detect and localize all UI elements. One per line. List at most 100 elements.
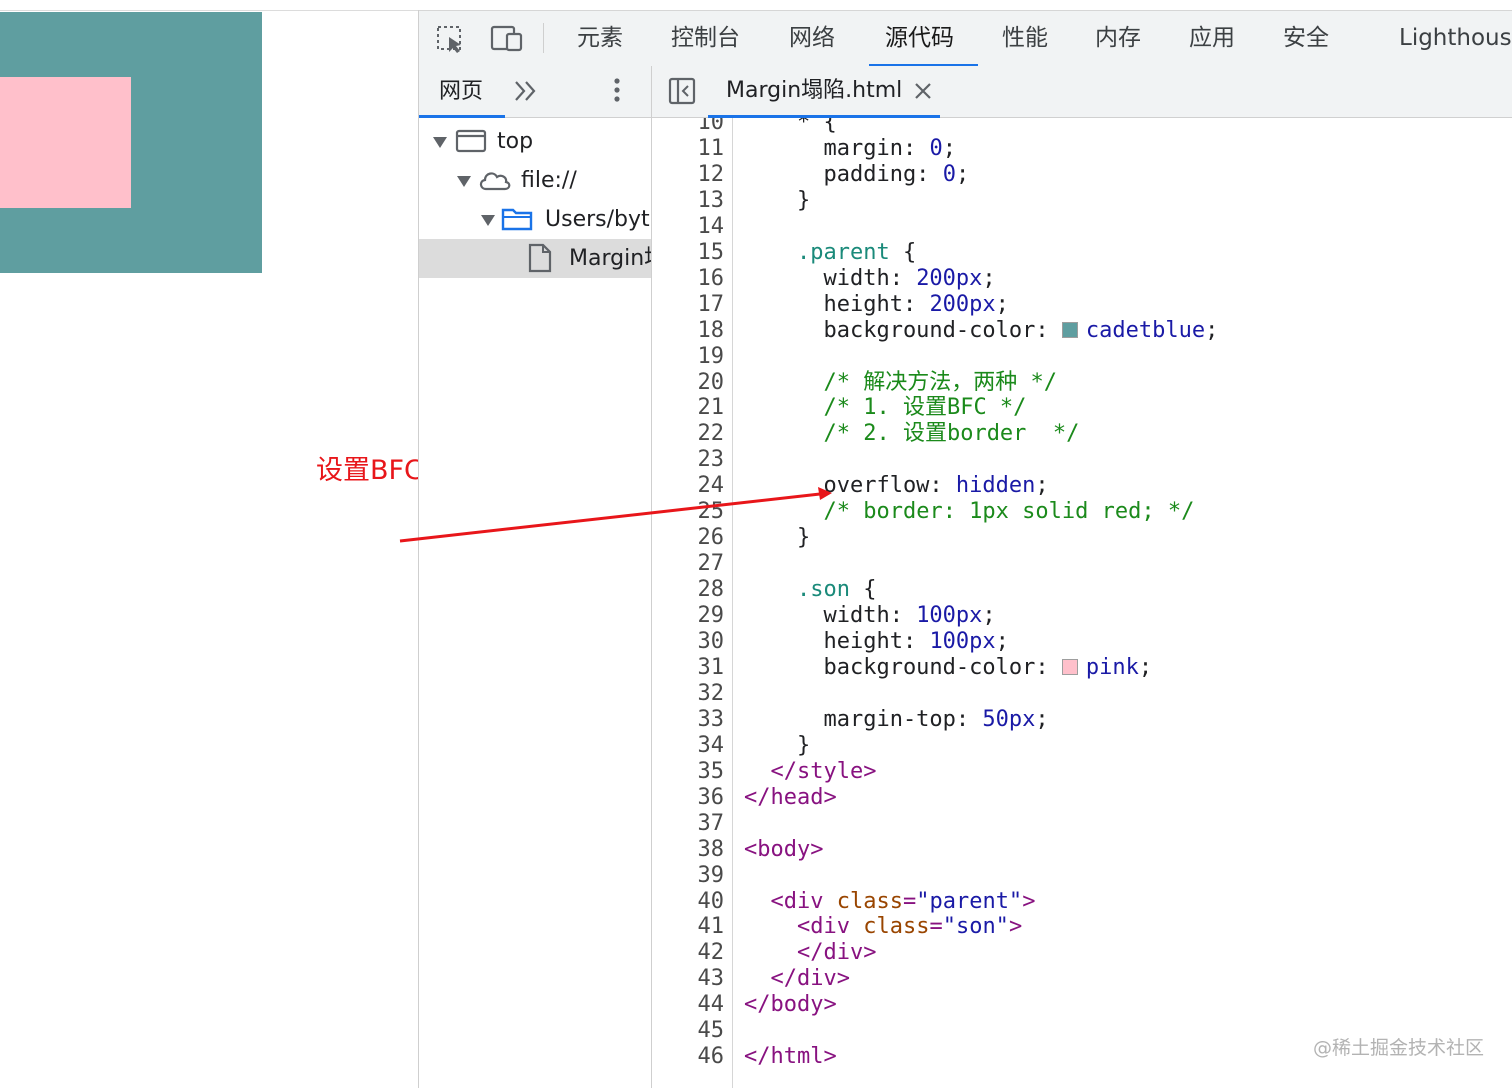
code-token: ; [1205,317,1219,343]
line-number[interactable]: 13 [697,187,725,213]
color-swatch[interactable] [1061,658,1078,675]
code-token: div [796,966,837,992]
line-number[interactable]: 37 [697,810,725,836]
line-number[interactable]: 20 [697,369,725,395]
line-number[interactable]: 24 [697,473,725,499]
tab-安全[interactable]: 安全 [1283,25,1329,51]
tab-网络[interactable]: 网络 [789,25,835,51]
code-token: div [783,888,837,914]
tab-源代码[interactable]: 源代码 [869,11,978,67]
line-number[interactable]: 34 [697,732,725,758]
code-token: </ [744,992,771,1018]
line-number[interactable]: 27 [697,551,725,577]
line-number[interactable]: 31 [697,654,725,680]
line-number[interactable]: 14 [697,213,725,239]
line-number[interactable]: 22 [697,421,725,447]
navigator-header: 网页 [419,66,651,118]
code-token [744,421,823,446]
editor-tab-file[interactable]: Margin塌陷.html [708,66,940,118]
kebab-menu-icon[interactable] [611,77,623,109]
code-token: } [744,187,811,213]
tab-page[interactable]: 网页 [439,79,484,104]
code-token: style [796,758,864,784]
line-number[interactable]: 45 [697,1018,725,1044]
tree-item[interactable]: top [419,122,651,161]
code-token: ; [982,265,996,291]
inspect-element-icon[interactable] [435,25,467,53]
line-number[interactable]: 40 [697,888,725,914]
code-token: } [744,732,811,758]
code-token: ; [955,161,970,187]
line-number[interactable]: 39 [697,862,725,888]
chevron-double-right-icon[interactable] [511,78,541,108]
line-number[interactable]: 17 [697,291,725,317]
line-number[interactable]: 35 [697,758,725,784]
code-token: head [770,784,824,810]
code-token: < [744,888,784,914]
expand-triangle-icon[interactable] [481,215,495,226]
close-icon[interactable] [913,81,933,101]
tab-Lighthouse[interactable]: Lighthouse [1399,25,1512,51]
tab-内存[interactable]: 内存 [1095,25,1141,51]
editor-tab-underline [708,115,940,118]
tab-应用[interactable]: 应用 [1189,25,1235,51]
line-number[interactable]: 41 [697,914,725,940]
line-number[interactable]: 16 [697,265,725,291]
code-line: /* 1. 设置BFC */ [744,395,1026,421]
code-token: .parent [796,239,890,265]
code-line: } [744,188,810,214]
line-number[interactable]: 25 [697,499,725,525]
line-number[interactable]: 33 [697,706,725,732]
line-number[interactable]: 15 [697,239,725,265]
line-number[interactable]: 32 [697,680,725,706]
line-number[interactable]: 26 [697,525,725,551]
line-number[interactable]: 44 [697,992,725,1018]
code-line: </body> [744,992,837,1018]
line-number[interactable]: 21 [697,395,725,421]
expand-triangle-icon[interactable] [457,176,471,187]
sidebar-toggle-icon[interactable] [668,77,698,109]
code-token: = [902,888,917,914]
tab-控制台[interactable]: 控制台 [671,25,740,51]
line-number[interactable]: 18 [697,317,725,343]
code-token: .son [796,577,850,603]
line-number[interactable]: 38 [697,836,725,862]
line-number[interactable]: 12 [697,161,725,187]
folder-icon [501,206,533,236]
line-number[interactable]: 28 [697,577,725,603]
line-number[interactable]: 11 [697,135,725,161]
line-number[interactable]: 23 [697,447,725,473]
code-token: "parent" [916,888,1023,914]
code-line: </div> [744,940,877,966]
tree-item[interactable]: file:// [419,161,651,200]
code-token: ; [982,603,996,629]
color-swatch[interactable] [1061,321,1078,338]
line-number[interactable]: 19 [697,343,725,369]
file-icon [527,243,553,277]
line-number[interactable]: 10 [697,118,725,135]
line-number[interactable]: 46 [697,1044,725,1070]
code-line: <div class="parent"> [744,889,1035,915]
expand-triangle-icon[interactable] [433,137,447,148]
line-number[interactable]: 29 [697,603,725,629]
code-token: = [929,914,943,940]
code-token: hidden [955,473,1036,499]
son-box [0,77,131,208]
line-number[interactable]: 36 [697,784,725,810]
tree-item[interactable]: Margin塌 [419,239,651,278]
line-number[interactable]: 43 [697,966,725,992]
page-preview: 设置BFC解决 [0,0,477,1088]
line-number[interactable]: 30 [697,629,725,654]
tree-item[interactable]: Users/byt [419,200,651,239]
tab-性能[interactable]: 性能 [1002,25,1048,51]
device-toolbar-icon[interactable] [489,25,523,53]
code-token: ; [995,291,1009,317]
tree-item-label: top [497,129,534,154]
code-token: > [810,836,824,862]
tab-元素[interactable]: 元素 [577,25,623,51]
code-token: } [744,525,811,551]
line-number[interactable]: 42 [697,940,725,966]
